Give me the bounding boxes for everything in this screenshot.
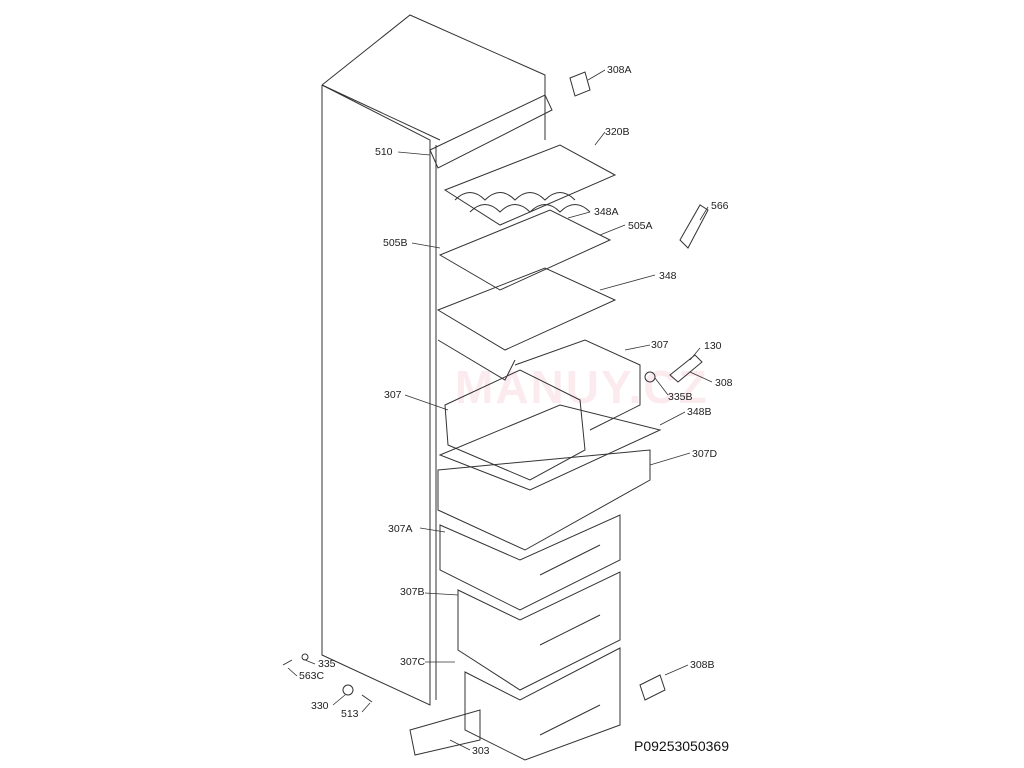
part-303-plinth bbox=[409, 709, 481, 756]
part-330-foot bbox=[342, 684, 354, 696]
label-308b: 308B bbox=[690, 659, 715, 671]
part-308b-hinge bbox=[639, 674, 666, 701]
label-307b: 307B bbox=[400, 586, 425, 598]
label-308a: 308A bbox=[607, 64, 632, 76]
label-335: 335 bbox=[318, 658, 336, 670]
part-307b-freezer-drawer bbox=[457, 571, 621, 691]
label-303: 303 bbox=[472, 745, 490, 757]
label-307a: 307A bbox=[388, 523, 413, 535]
label-330: 330 bbox=[311, 700, 329, 712]
part-335b-cap bbox=[644, 371, 656, 383]
part-348-glass-shelf bbox=[436, 267, 617, 351]
part-307d-drawer bbox=[437, 449, 651, 551]
label-510: 510 bbox=[375, 146, 393, 158]
part-320b-bottle-rack bbox=[443, 144, 617, 226]
label-513: 513 bbox=[341, 708, 359, 720]
label-505a: 505A bbox=[628, 220, 653, 232]
part-510-top-handle bbox=[429, 94, 553, 169]
document-code: P09253050369 bbox=[634, 738, 729, 754]
part-348a-glass-shelf bbox=[438, 209, 612, 291]
part-348b-crisper-cover bbox=[438, 404, 662, 491]
part-335-cap bbox=[301, 653, 309, 661]
fridge-cabinet bbox=[321, 14, 546, 706]
label-307c: 307C bbox=[400, 656, 426, 668]
part-307-crisper-boxes bbox=[444, 339, 641, 481]
label-348b: 348B bbox=[687, 406, 712, 418]
label-348a: 348A bbox=[594, 206, 619, 218]
label-307-right: 307 bbox=[651, 339, 669, 351]
part-566-bracket bbox=[679, 204, 709, 249]
part-308a-hinge bbox=[569, 71, 591, 97]
part-307a-freezer-drawer bbox=[439, 514, 621, 611]
part-513-clip bbox=[361, 694, 373, 703]
label-308: 308 bbox=[715, 377, 733, 389]
label-505b: 505B bbox=[383, 237, 408, 249]
label-320b: 320B bbox=[605, 126, 630, 138]
leader-lines bbox=[287, 69, 713, 751]
part-307c-freezer-drawer bbox=[464, 647, 621, 761]
part-563c-pin bbox=[282, 659, 293, 666]
label-335b: 335B bbox=[668, 391, 693, 403]
label-563c: 563C bbox=[299, 670, 325, 682]
part-130-hinge bbox=[669, 354, 703, 383]
label-307-left: 307 bbox=[384, 389, 402, 401]
label-348: 348 bbox=[659, 270, 677, 282]
label-307d: 307D bbox=[692, 448, 718, 460]
label-130: 130 bbox=[704, 340, 722, 352]
label-566: 566 bbox=[711, 200, 729, 212]
